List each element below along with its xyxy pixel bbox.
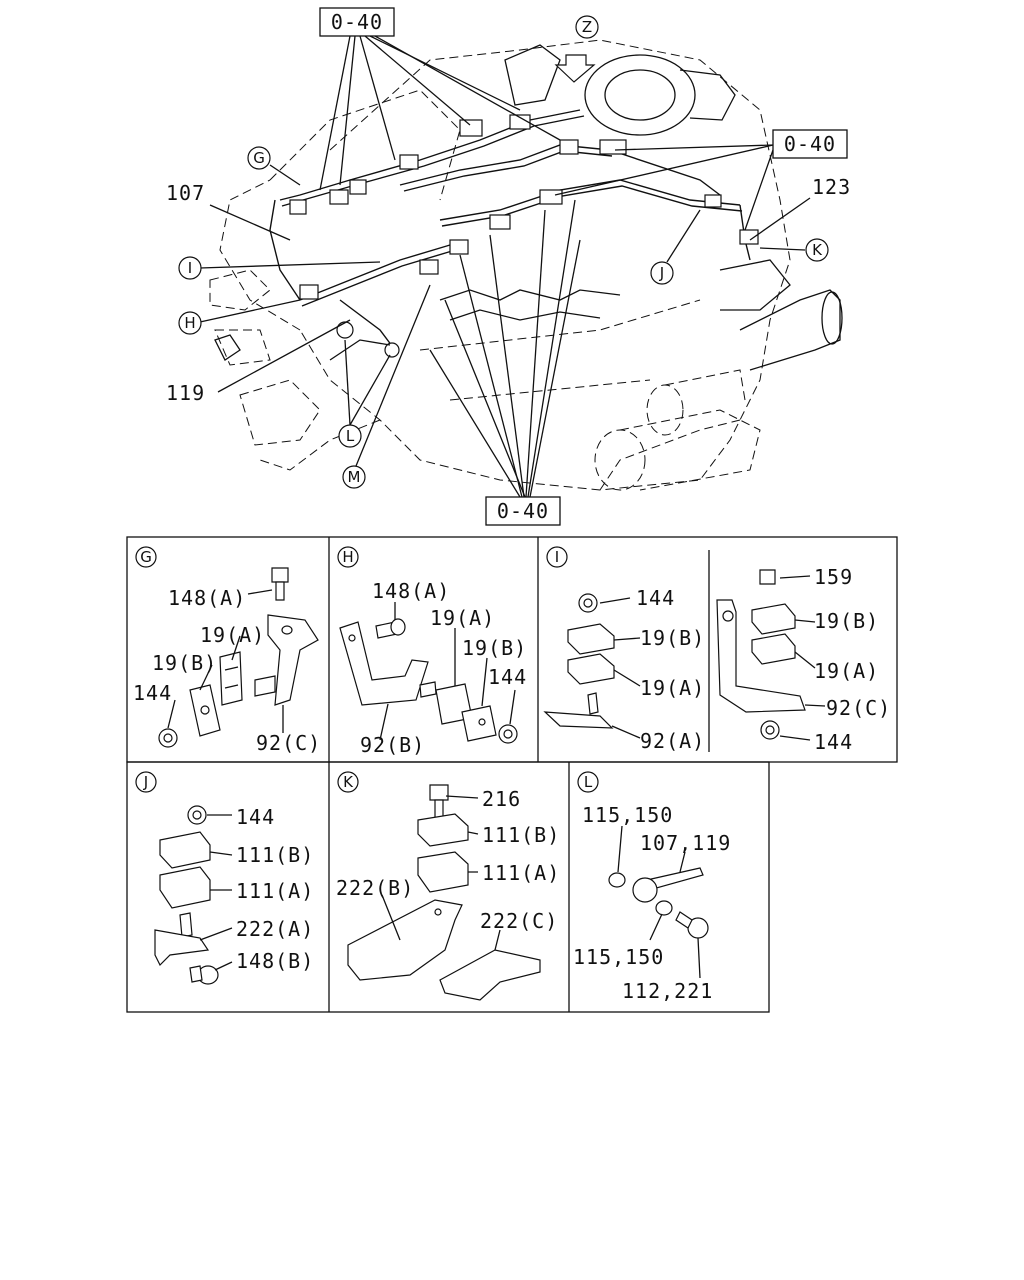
svg-text:144: 144 [488,665,527,689]
panel-i: I 144 19(B) 19(A) 92(A) 159 19(B) 19(A) … [543,546,891,754]
svg-text:92(C): 92(C) [256,731,321,755]
ref-box-bottom[interactable]: 0-40 [485,496,561,526]
svg-text:222(A): 222(A) [236,917,314,941]
part-label-107: 107 [166,181,205,205]
svg-text:111(B): 111(B) [482,823,560,847]
svg-text:19(A): 19(A) [200,623,265,647]
panel-j: J 144 111(B) 111(A) 222(A) 148(B) [135,771,314,985]
callout-h: H [178,311,202,335]
svg-text:144: 144 [636,586,675,610]
svg-text:144: 144 [133,681,172,705]
ref-box-label: 0-40 [784,132,836,156]
svg-text:19(A): 19(A) [640,676,705,700]
svg-text:19(B): 19(B) [814,609,879,633]
svg-text:107,119: 107,119 [640,831,731,855]
panel-l: L 115,150 107,119 115,150 112,221 [573,771,731,1003]
svg-text:M: M [348,468,361,486]
svg-text:19(A): 19(A) [814,659,879,683]
ref-box-right[interactable]: 0-40 [772,129,848,159]
svg-text:Z: Z [582,18,592,36]
svg-text:115,150: 115,150 [582,803,673,827]
callout-g: G [247,146,271,170]
callout-i: I [178,256,202,280]
svg-text:92(B): 92(B) [360,733,425,757]
svg-text:92(A): 92(A) [640,729,705,753]
detail-panels-grid [126,536,898,1013]
svg-text:112,221: 112,221 [622,979,713,1003]
svg-text:G: G [253,149,265,167]
svg-text:148(B): 148(B) [236,949,314,973]
svg-text:111(B): 111(B) [236,843,314,867]
svg-text:19(B): 19(B) [462,636,527,660]
svg-text:92(C): 92(C) [826,696,891,720]
svg-text:K: K [812,241,823,259]
ref-box-top[interactable]: 0-40 [319,7,395,37]
svg-text:19(B): 19(B) [640,626,705,650]
svg-text:19(A): 19(A) [430,606,495,630]
svg-text:222(C): 222(C) [480,909,558,933]
svg-text:J: J [659,264,664,282]
svg-text:111(A): 111(A) [236,879,314,903]
svg-text:144: 144 [236,805,275,829]
svg-text:G: G [140,548,152,566]
engine-drawing [199,35,843,498]
svg-text:K: K [343,773,354,791]
svg-text:L: L [346,427,355,445]
svg-text:I: I [555,548,559,566]
callout-l: L [338,424,362,448]
svg-text:J: J [143,773,148,791]
svg-text:H: H [184,314,195,332]
ref-box-label: 0-40 [497,499,549,523]
callout-m: M [342,465,366,489]
svg-text:216: 216 [482,787,521,811]
svg-text:I: I [188,259,192,277]
panel-h: H 148(A) 19(A) 19(B) 144 92(B) [337,546,527,757]
svg-text:L: L [584,773,593,791]
panel-g: G 148(A) 19(A) 19(B) 144 92(C) [133,546,321,755]
svg-text:222(B): 222(B) [336,876,414,900]
svg-text:148(A): 148(A) [168,586,246,610]
svg-text:159: 159 [814,565,853,589]
svg-text:H: H [342,548,353,566]
svg-text:19(B): 19(B) [152,651,217,675]
svg-text:111(A): 111(A) [482,861,560,885]
svg-text:144: 144 [814,730,853,754]
svg-text:148(A): 148(A) [372,579,450,603]
part-label-123: 123 [812,175,851,199]
part-label-119: 119 [166,381,205,405]
panel-k: K 216 111(B) 111(A) 222(B) 222(C) [336,771,560,1001]
callout-k: K [805,238,829,262]
ref-box-label: 0-40 [331,10,383,34]
callout-j: J [650,261,674,285]
svg-text:115,150: 115,150 [573,945,664,969]
callout-z: Z [575,15,599,39]
